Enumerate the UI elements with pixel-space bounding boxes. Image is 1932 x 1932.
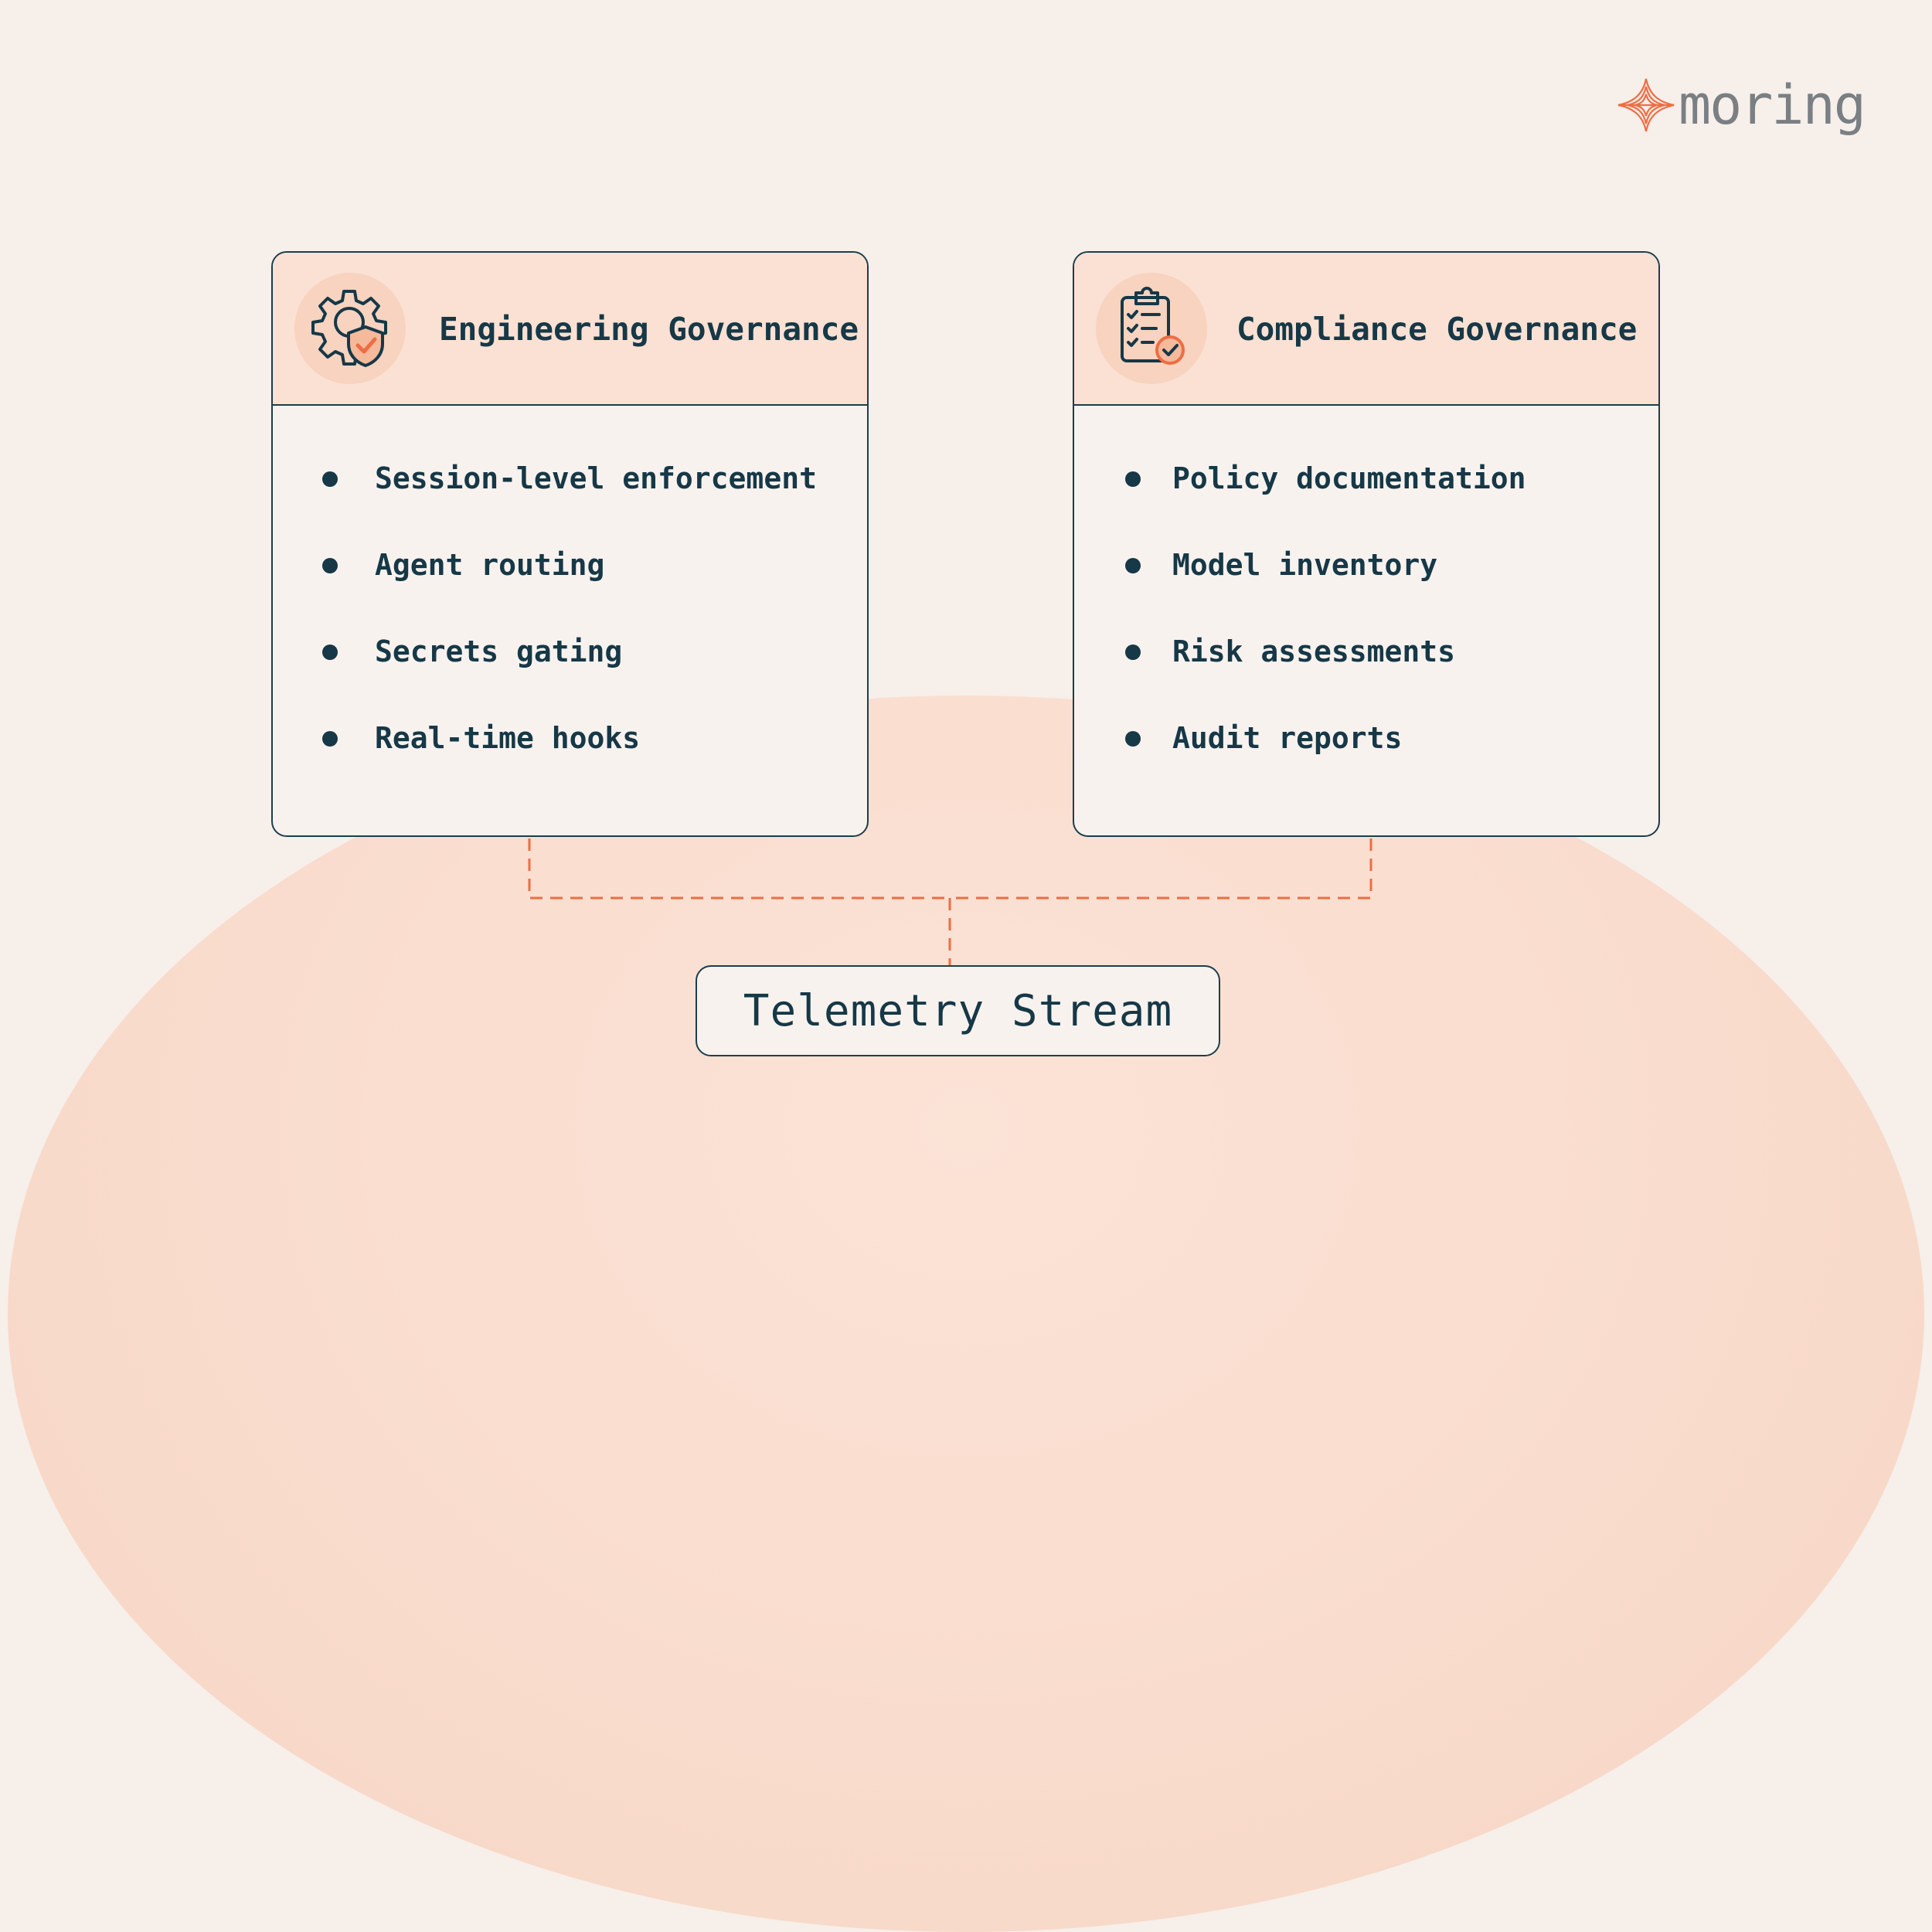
card-title: Engineering Governance	[439, 311, 859, 348]
card-header: Compliance Governance	[1074, 253, 1658, 406]
list-item-label: Session-level enforcement	[375, 461, 817, 495]
bullet-icon	[322, 558, 338, 573]
list-item: Risk assessments	[1074, 579, 1658, 668]
list-item-label: Audit reports	[1172, 721, 1403, 755]
list-item: Real-time hooks	[273, 665, 867, 755]
bullet-icon	[322, 645, 338, 660]
list-item-label: Agent routing	[375, 548, 605, 582]
background-arc	[8, 696, 1924, 1932]
moring-logo-icon	[1617, 78, 1675, 132]
card-title: Compliance Governance	[1236, 311, 1638, 348]
compliance-governance-card: Compliance Governance Policy documentati…	[1073, 251, 1660, 837]
list-item: Model inventory	[1074, 492, 1658, 582]
item-list: Session-level enforcement Agent routing …	[273, 406, 867, 755]
gear-shield-icon	[311, 290, 387, 367]
stream-label: Telemetry Stream	[743, 985, 1173, 1036]
list-item-label: Risk assessments	[1172, 634, 1456, 668]
bullet-icon	[322, 731, 338, 747]
icon-badge	[1096, 273, 1207, 384]
card-header: Engineering Governance	[273, 253, 867, 406]
icon-badge	[294, 273, 406, 384]
engineering-governance-card: Engineering Governance Session-level enf…	[271, 251, 869, 837]
brand-name: moring	[1679, 73, 1866, 137]
list-item-label: Policy documentation	[1172, 461, 1526, 495]
list-item-label: Model inventory	[1172, 548, 1438, 582]
list-item: Session-level enforcement	[273, 406, 867, 495]
brand-logo: moring	[1615, 73, 1866, 137]
bullet-icon	[1125, 558, 1141, 573]
list-item: Agent routing	[273, 492, 867, 582]
bullet-icon	[1125, 731, 1141, 747]
item-list: Policy documentation Model inventory Ris…	[1074, 406, 1658, 755]
list-item-label: Secrets gating	[375, 634, 623, 668]
clipboard-check-icon	[1121, 287, 1185, 365]
bullet-icon	[322, 471, 338, 487]
telemetry-stream-node: Telemetry Stream	[696, 965, 1220, 1056]
bullet-icon	[1125, 471, 1141, 487]
list-item: Secrets gating	[273, 579, 867, 668]
list-item: Policy documentation	[1074, 406, 1658, 495]
bullet-icon	[1125, 645, 1141, 660]
list-item-label: Real-time hooks	[375, 721, 641, 755]
list-item: Audit reports	[1074, 665, 1658, 755]
